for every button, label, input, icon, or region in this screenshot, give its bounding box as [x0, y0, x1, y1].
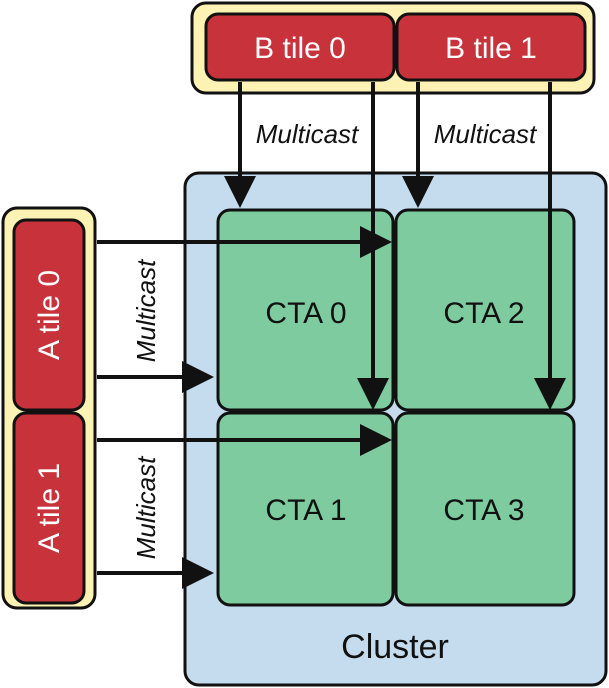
- b-tile-0: [204, 12, 396, 82]
- cta-1-label: CTA 1: [265, 494, 346, 527]
- cta-3-label: CTA 3: [443, 494, 524, 527]
- b-tile-0-label: B tile 0: [254, 32, 346, 65]
- multicast-label-b1: Multicast: [434, 119, 538, 149]
- cta-2-label: CTA 2: [443, 297, 524, 330]
- b-tile-1: [395, 12, 587, 82]
- a-tile-1-label: A tile 1: [33, 463, 66, 553]
- cta-0-box: [216, 208, 395, 412]
- cluster-label: Cluster: [341, 628, 449, 666]
- multicast-label-a0: Multicast: [131, 258, 161, 362]
- cta-2-box: [394, 208, 576, 412]
- cta-3-box: [394, 411, 576, 607]
- cta-0-label: CTA 0: [265, 297, 346, 330]
- multicast-label-b0: Multicast: [256, 119, 360, 149]
- cta-1-box: [216, 411, 395, 607]
- a-tile-1: [12, 411, 86, 605]
- a-tile-0-label: A tile 0: [33, 270, 66, 360]
- a-tile-0: [12, 218, 86, 412]
- multicast-label-a1: Multicast: [131, 455, 161, 559]
- b-tile-1-label: B tile 1: [445, 32, 537, 65]
